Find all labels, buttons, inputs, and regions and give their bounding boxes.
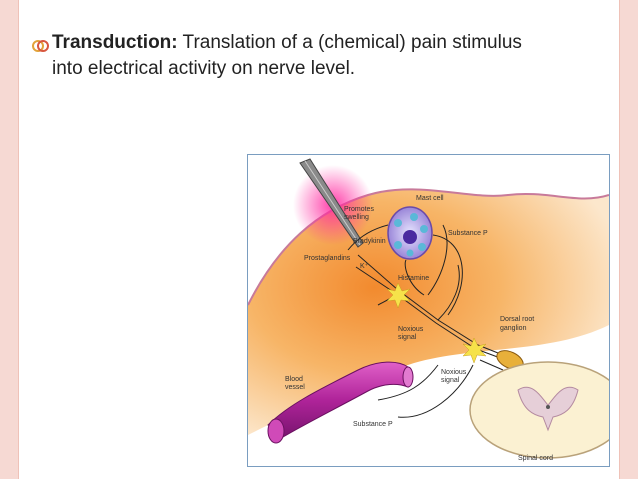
label-spinal-cord: Spinal cord (518, 455, 553, 462)
label-histamine: Histamine (398, 275, 429, 282)
right-border-band (620, 0, 638, 479)
bullet-text: Transduction: Translation of a (chemical… (52, 30, 552, 82)
blood-vessel (267, 361, 414, 444)
definition: Translation of a (chemical) pain stimulu… (52, 32, 522, 79)
label-substance-p-bottom: Substance P (353, 421, 393, 428)
label-prostaglandins: Prostaglandins (304, 255, 351, 262)
label-ganglion: ganglion (500, 325, 527, 332)
left-border-band (0, 0, 18, 479)
label-bradykinin: Bradykinin (353, 238, 386, 245)
label-dorsal-root: Dorsal root (500, 316, 534, 323)
label-substance-p-top: Substance P (448, 230, 488, 237)
label-signal-1: signal (398, 334, 417, 341)
nerve-fiber (355, 224, 504, 360)
label-swelling: swelling (344, 214, 369, 221)
label-mast-cell: Mast cell (416, 195, 444, 202)
sharp-object (299, 158, 364, 248)
label-promotes: Promotes (344, 206, 374, 213)
label-blood: Blood (285, 376, 303, 383)
noxious-spark (386, 282, 487, 364)
diagram-canvas: Promotes swelling Mast cell Bradykinin S… (248, 158, 609, 462)
term: Transduction: (52, 32, 178, 53)
ring-bullet-icon (32, 40, 49, 52)
right-border-line (619, 0, 620, 479)
spinal-cord (469, 361, 609, 459)
label-noxious-1: Noxious (398, 326, 424, 333)
skin-tissue (248, 189, 609, 435)
signal-arrows (347, 224, 504, 418)
left-border-line (18, 0, 19, 479)
mast-cell (387, 206, 433, 260)
label-noxious-2: Noxious (441, 369, 467, 376)
label-vessel: vessel (285, 384, 305, 391)
skin-surface-line (248, 188, 609, 306)
label-signal-2: signal (441, 377, 460, 384)
pain-transduction-diagram: Promotes swelling Mast cell Bradykinin S… (247, 154, 610, 467)
label-potassium: K⁺ (360, 263, 369, 270)
